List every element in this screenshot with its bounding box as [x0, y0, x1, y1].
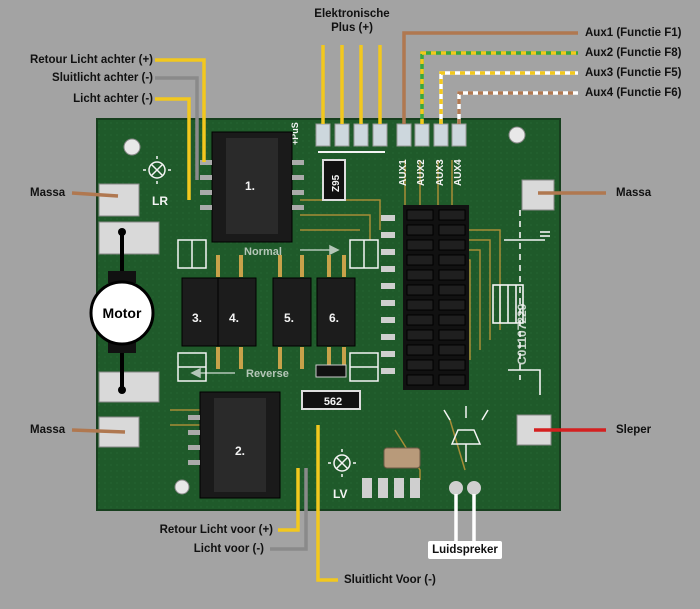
lv-light-symbol — [328, 449, 356, 477]
massa-left-bottom-label: Massa — [30, 424, 66, 436]
aux2-wire-stripe — [420, 51, 578, 124]
sluitlicht-voor-label: Sluitlicht Voor (-) — [344, 574, 436, 586]
retour-licht-voor-label: Retour Licht voor (+) — [159, 524, 273, 536]
silk-reverse: Reverse — [246, 368, 289, 380]
elektronische-plus-line2: Plus (+) — [331, 22, 373, 34]
connector-3-label: 3. — [192, 311, 202, 325]
resistor-top: Z95 — [322, 159, 346, 201]
silk-boxes — [177, 239, 379, 382]
connector-1-label: 1. — [245, 179, 255, 193]
silk-aux3: AUX3 — [435, 159, 446, 186]
connector-5-label: 5. — [284, 311, 294, 325]
pin-headers — [216, 255, 346, 369]
massa-left-bottom-wire — [71, 428, 126, 434]
elektronische-plus-line1: Elektronische — [314, 8, 390, 20]
aux1-wire — [402, 31, 578, 124]
schematic-symbols — [492, 210, 550, 395]
connector-4-label: 4. — [229, 311, 239, 325]
aux4-label: Aux4 (Functie F6) — [585, 87, 682, 99]
small-component — [315, 364, 347, 378]
speaker-symbol — [443, 406, 489, 462]
bottom-pads — [362, 478, 481, 498]
capacitor — [383, 447, 421, 469]
licht-achter-label: Licht achter (-) — [73, 93, 153, 105]
silk-aux4: AUX4 — [453, 159, 464, 186]
aux3-wire-stripe — [439, 71, 578, 124]
elektronische-plus-wires — [321, 45, 382, 124]
direction-arrows — [190, 244, 340, 379]
retour-licht-voor-wire — [278, 468, 300, 532]
retour-licht-achter-wire — [155, 58, 206, 162]
retour-licht-achter-label: Retour Licht achter (+) — [29, 54, 153, 66]
luidspreker-label: Luidspreker — [432, 544, 498, 556]
connector-5: 5. — [272, 277, 312, 347]
silk-plus: +PuS — [290, 122, 300, 145]
licht-voor-label: Licht voor (-) — [193, 543, 264, 555]
connector-1: 1. — [200, 131, 304, 243]
pin-grid-ic — [403, 205, 469, 390]
elektronische-plus-label: Elektronische Plus (+) — [304, 7, 400, 35]
aux4-wire-stripe — [457, 91, 578, 124]
aux1-label: Aux1 (Functie F1) — [585, 27, 682, 39]
sluitlicht-achter-label: Sluitlicht achter (-) — [52, 72, 153, 84]
motor-symbol — [89, 228, 155, 394]
connector-6: 6. — [316, 277, 356, 347]
mounting-holes — [123, 126, 526, 495]
silk-aux1: AUX1 — [398, 159, 409, 186]
aux3-label: Aux3 (Functie F5) — [585, 67, 682, 79]
lr-light-symbol — [143, 156, 171, 184]
silk-normal: Normal — [244, 246, 282, 258]
silk-aux2: AUX2 — [416, 159, 427, 186]
silk-lv: LV — [333, 487, 347, 501]
aux3-wire-base — [439, 71, 578, 124]
sluitlicht-achter-wire — [155, 76, 199, 180]
luidspreker-wires — [454, 494, 476, 541]
licht-voor-wire — [270, 468, 308, 551]
luidspreker-label-box: Luidspreker — [428, 541, 502, 559]
massa-pad-left-top — [98, 183, 140, 217]
massa-pad-left-mid — [98, 221, 160, 255]
connector-2-label: 2. — [235, 444, 245, 458]
sleper-label: Sleper — [616, 424, 652, 436]
connector-3: 3. — [181, 277, 221, 347]
aux2-wire-base — [420, 51, 578, 124]
aux2-label: Aux2 (Functie F8) — [585, 47, 682, 59]
connector-2: 2. — [188, 391, 281, 499]
silk-lr: LR — [152, 194, 168, 208]
connector-6-label: 6. — [329, 311, 339, 325]
resistor-bottom: 562 — [301, 390, 361, 410]
motor-label: Motor — [103, 305, 142, 321]
sluitlicht-voor-wire — [316, 425, 338, 582]
resistor-top-label: Z95 — [331, 174, 342, 192]
massa-right-label: Massa — [616, 187, 652, 199]
licht-achter-wire — [155, 97, 191, 200]
massa-pad-right — [521, 179, 555, 211]
silk-serial: C01107229 — [515, 303, 529, 365]
connector-4: 4. — [217, 277, 257, 347]
massa-pad-left-mid2 — [98, 371, 160, 403]
pad-column — [381, 215, 395, 374]
massa-left-top-label: Massa — [30, 187, 66, 199]
resistor-bottom-label: 562 — [324, 396, 342, 408]
massa-left-top-wire — [71, 191, 119, 198]
